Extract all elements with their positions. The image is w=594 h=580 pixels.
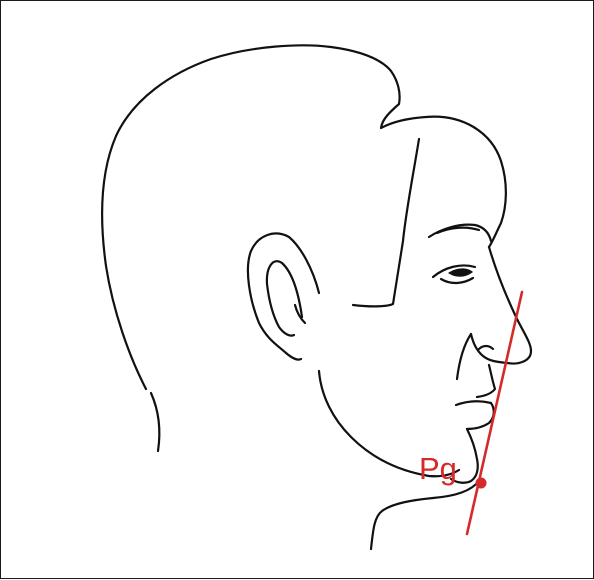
lower-lip: [467, 403, 494, 429]
neck-front: [371, 481, 479, 549]
cheek-line: [457, 334, 471, 379]
hair-outline: [102, 45, 506, 389]
reference-line: [467, 292, 522, 534]
upper-lip: [477, 365, 495, 397]
nose: [471, 247, 531, 364]
pogonion-label: Pg: [419, 451, 457, 486]
eyebrow-detail: [437, 228, 479, 233]
neck-back: [151, 393, 159, 451]
eye-lower-lid: [441, 278, 473, 283]
nostril: [479, 346, 493, 349]
sideburn: [353, 139, 419, 306]
pogonion-point: [476, 478, 487, 489]
ear-outer: [248, 233, 319, 359]
eye-pupil: [448, 268, 473, 276]
mouth-line: [456, 401, 491, 405]
ear-inner: [267, 261, 302, 335]
